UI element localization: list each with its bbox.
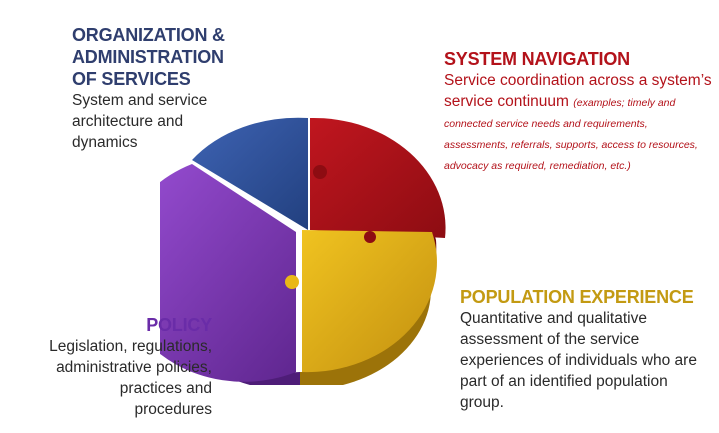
policy-description-line: administrative policies, (56, 359, 212, 376)
organization-description: System and service architecture and dyna… (72, 90, 302, 153)
population-experience-description: Quantitative and qualitative assessment … (460, 308, 715, 413)
pie-slice-system-navigation (310, 117, 446, 238)
system-navigation-description-line: service continuum (444, 93, 569, 110)
system-navigation-description: Service coordination across a system’s s… (444, 70, 716, 175)
population-experience-description-line: assessment of the service (460, 331, 640, 348)
connector-nub (364, 231, 376, 243)
policy-description-line: Legislation, regulations, (49, 338, 212, 355)
organization-title-line: ORGANIZATION & (72, 25, 225, 45)
population-experience-section: POPULATION EXPERIENCE Quantitative and q… (460, 286, 715, 413)
organization-section: ORGANIZATION & ADMINISTRATION OF SERVICE… (72, 24, 302, 153)
organization-title: ORGANIZATION & ADMINISTRATION OF SERVICE… (72, 24, 302, 90)
system-navigation-title: SYSTEM NAVIGATION (444, 49, 630, 69)
policy-title: POLICY (146, 315, 212, 335)
policy-description-line: procedures (134, 401, 212, 418)
policy-section: POLICY Legislation, regulations, adminis… (4, 314, 212, 420)
population-experience-description-line: Quantitative and qualitative (460, 310, 647, 327)
system-navigation-note-line: connected service needs and requirements… (444, 118, 648, 130)
pie-side-gold (300, 260, 431, 385)
pie-slice-policy (160, 164, 296, 382)
organization-title-line: OF SERVICES (72, 69, 191, 89)
population-experience-description-line: experiences of individuals who are (460, 352, 697, 369)
organization-title-line: ADMINISTRATION (72, 47, 224, 67)
connector-nub (313, 165, 327, 179)
policy-description-line: practices and (119, 380, 212, 397)
pie-diagram (160, 117, 446, 385)
system-navigation-description-line: Service coordination across a system’s (444, 72, 712, 89)
system-navigation-note-line: assessments, referrals, supports, access… (444, 139, 698, 151)
pie-slice-population-experience (302, 230, 437, 373)
population-experience-title: POPULATION EXPERIENCE (460, 287, 694, 307)
connector-nub (285, 275, 299, 289)
pie-slice-organization (192, 117, 308, 230)
system-navigation-note-line: (examples; timely and (573, 97, 676, 109)
organization-description-line: System and service (72, 92, 208, 109)
organization-description-line: architecture and (72, 113, 184, 130)
system-navigation-section: SYSTEM NAVIGATION Service coordination a… (444, 48, 716, 175)
policy-description: Legislation, regulations, administrative… (4, 336, 212, 420)
system-navigation-note-line: advocacy as required, remediation, etc.) (444, 160, 631, 172)
organization-description-line: dynamics (72, 134, 138, 151)
population-experience-description-line: part of an identified population (460, 373, 668, 390)
population-experience-description-line: group. (460, 394, 504, 411)
